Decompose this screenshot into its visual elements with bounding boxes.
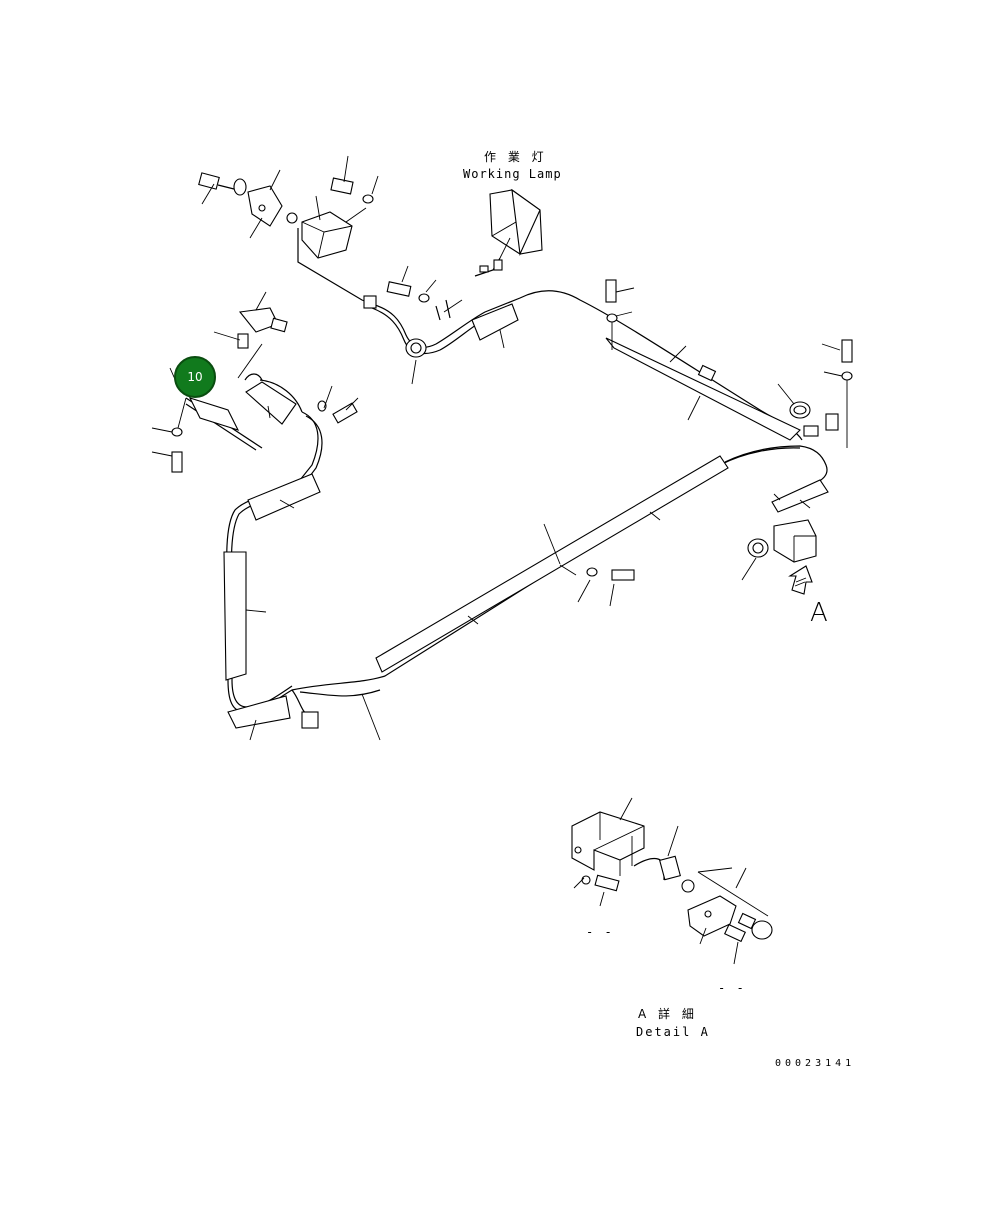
detail-a-label-en: Detail A [636,1025,710,1039]
leader-lines [151,155,843,741]
sleeve-upper [471,303,519,341]
dash-mark-left: - - [586,925,614,939]
sleeve-left-top [245,381,297,425]
sleeve-right [771,479,829,513]
fasteners-upper [171,279,853,581]
detail-a-label-jp: A 詳 細 [638,1007,698,1021]
working-lamp-label-jp: 作 業 灯 [484,150,548,164]
sleeve-left-mid [247,473,321,521]
sleeve-left-vertical [223,551,247,681]
switch-bracket-assembly [198,172,374,259]
wiring-harness [226,228,828,719]
harness-sleeves [223,303,829,729]
callout-badge-10[interactable]: 10 [174,356,216,398]
working-lamp-label-en: Working Lamp [463,167,562,181]
working-lamp [479,188,543,273]
view-arrow-letter: A [810,598,828,628]
sleeve-left-bottom [227,695,291,729]
detail-a-assembly [571,797,773,965]
dash-mark-right: - - [718,981,746,995]
view-arrow-a [788,565,813,595]
sleeve-diagonal [375,455,729,673]
right-connector-assembly [301,295,839,729]
drawing-number: 00023141 [775,1058,856,1069]
sleeve-upper-right [605,337,801,441]
left-sensor-assembly [185,307,288,451]
